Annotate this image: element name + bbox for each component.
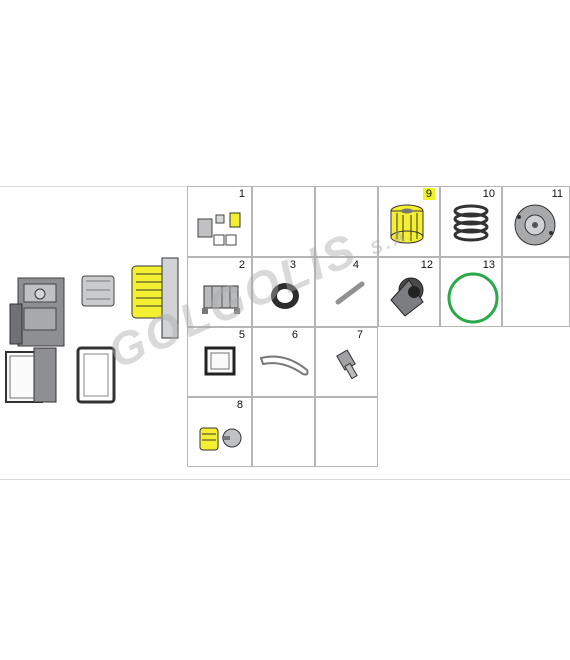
part-number-10: 10 xyxy=(482,188,495,200)
part-cell-9[interactable]: 9 xyxy=(378,186,440,257)
cap-icon xyxy=(390,277,424,317)
part-cell-2[interactable]: 2 xyxy=(187,257,252,327)
oil-filter-with-pump-icon xyxy=(199,427,242,451)
grid-cell-empty xyxy=(252,397,315,467)
air-filter-element-icon xyxy=(204,346,236,376)
engine-block-drawing xyxy=(9,277,65,347)
part-cell-5[interactable]: 5 xyxy=(187,327,252,397)
gasket-loop-icon xyxy=(259,355,309,376)
part-number-13: 13 xyxy=(482,259,495,271)
exploded-view-drawing xyxy=(5,257,179,404)
part-number-7: 7 xyxy=(356,329,363,341)
part-cell-12[interactable]: 12 xyxy=(378,257,440,327)
oil-filter-cartridge-icon xyxy=(390,204,424,244)
part-number-2: 2 xyxy=(238,259,245,271)
part-number-1: 1 xyxy=(238,188,245,200)
bolt-icon xyxy=(336,349,358,380)
filter-cover-icon xyxy=(514,204,556,246)
yellow-filter-drawing xyxy=(131,257,179,339)
part-number-11: 11 xyxy=(551,188,563,200)
part-cell-6[interactable]: 6 xyxy=(252,327,315,397)
oil-filter-assembly-set-icon xyxy=(197,212,241,246)
part-cell-4[interactable]: 4 xyxy=(315,257,378,327)
part-cell-11[interactable]: 11 xyxy=(502,186,570,257)
grid-cell-empty xyxy=(502,257,570,327)
part-number-4: 4 xyxy=(352,259,359,271)
part-number-5: 5 xyxy=(238,329,245,341)
part-number-6: 6 xyxy=(291,329,298,341)
part-number-3: 3 xyxy=(289,259,296,271)
part-number-9: 9 xyxy=(422,188,435,200)
square-filter-drawing xyxy=(5,347,57,403)
part-cell-8[interactable]: 8 xyxy=(187,397,252,467)
part-cell-7[interactable]: 7 xyxy=(315,327,378,397)
grid-cell-empty xyxy=(315,186,378,257)
pin-icon xyxy=(335,281,365,305)
part-cell-13[interactable]: 13 xyxy=(440,257,502,327)
o-ring-icon xyxy=(447,272,499,324)
part-cell-3[interactable]: 3 xyxy=(252,257,315,327)
part-number-8: 8 xyxy=(236,399,243,411)
cartridge-drawing xyxy=(81,275,115,307)
part-cell-10[interactable]: 10 xyxy=(440,186,502,257)
spring-icon xyxy=(453,204,489,242)
part-number-12: 12 xyxy=(420,259,433,271)
seal-ring-icon xyxy=(271,283,299,309)
part-cell-1[interactable]: 1 xyxy=(187,186,252,257)
grid-cell-empty xyxy=(315,397,378,467)
gasket-frame-drawing xyxy=(76,346,116,404)
grid-cell-empty xyxy=(252,186,315,257)
filter-housing-icon xyxy=(202,285,240,314)
